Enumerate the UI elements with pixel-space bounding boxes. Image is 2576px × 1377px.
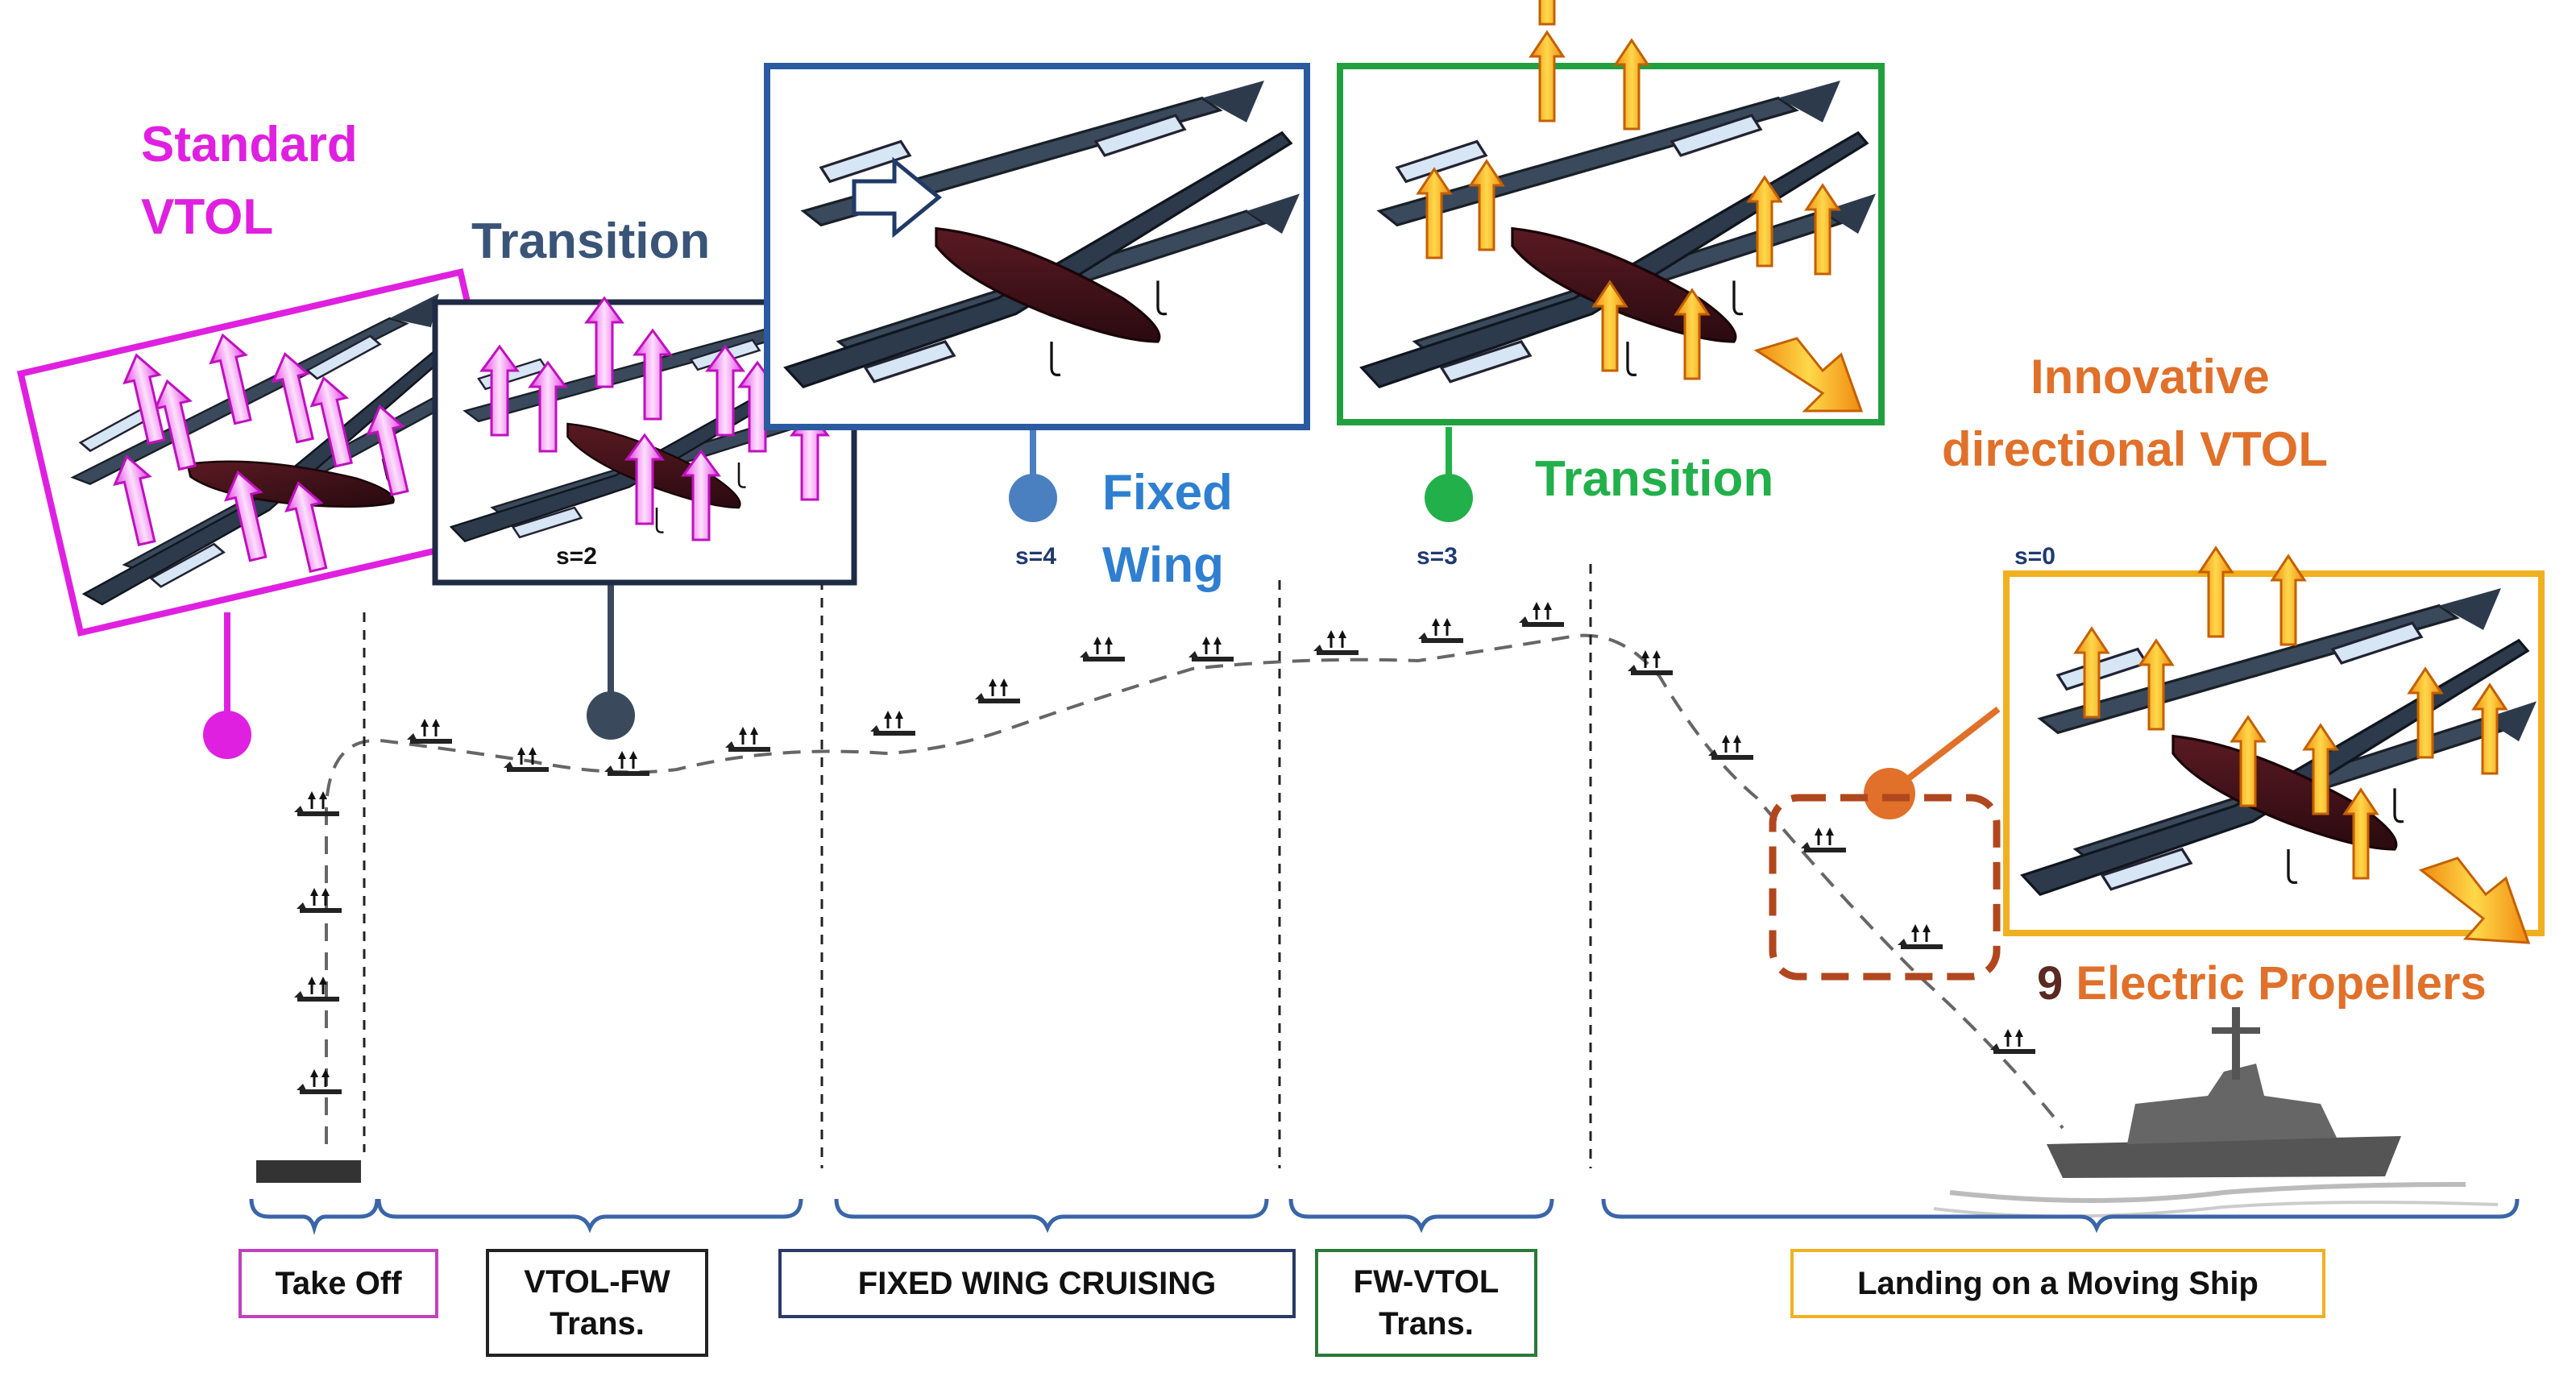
panel-fixed-wing (764, 63, 1310, 430)
label-propellers: 9 Electric Propellers (2037, 957, 2487, 1010)
state-s3: s=3 (1417, 543, 1458, 570)
connector-transition-2 (1425, 427, 1473, 522)
label-innovative: Innovative (2031, 350, 2270, 404)
phase-fixed-wing-cruising: FIXED WING CRUISING (778, 1249, 1296, 1318)
phase-vtol-fw-line1: VTOL-FW (524, 1264, 670, 1300)
flight-trajectory (325, 633, 2064, 1144)
phase-take-off: Take Off (239, 1249, 438, 1318)
phase-fixed-wing-cruising-label: FIXED WING CRUISING (858, 1266, 1216, 1301)
label-transition-2: Transition (1535, 451, 1773, 507)
state-s4: s=4 (1015, 543, 1056, 570)
phase-fw-vtol-line1: FW-VTOL (1354, 1264, 1500, 1300)
phase-fw-vtol-line2: Trans. (1379, 1306, 1474, 1342)
phase-braces (249, 1198, 2520, 1236)
label-directional-vtol: directional VTOL (1942, 422, 2328, 476)
connector-transition-1 (587, 580, 635, 740)
connector-fixed-wing (1009, 427, 1057, 522)
label-vtol: VTOL (141, 189, 273, 245)
takeoff-platform (256, 1160, 361, 1183)
state-s0: s=0 (2014, 543, 2055, 570)
phase-vtol-fw-line2: Trans. (550, 1306, 645, 1342)
label-wing: Wing (1102, 537, 1224, 593)
phase-landing: Landing on a Moving Ship (1790, 1249, 2325, 1318)
phase-landing-label: Landing on a Moving Ship (1857, 1266, 2259, 1301)
propellers-count: 9 (2037, 957, 2063, 1010)
phase-separators (363, 564, 1592, 1168)
phase-fw-vtol: FW-VTOL Trans. (1315, 1249, 1537, 1357)
label-standard: Standard (141, 117, 358, 172)
connector-innovative (1864, 706, 2001, 819)
state-s2: s=2 (556, 543, 597, 570)
label-fixed: Fixed (1102, 465, 1233, 521)
propellers-text: Electric Propellers (2063, 957, 2486, 1010)
connector-standard-vtol (203, 612, 251, 759)
panel-transition-2 (1337, 0, 1885, 425)
label-transition-1: Transition (471, 214, 710, 269)
landing-zone-highlight (1769, 794, 2001, 981)
panel-innovative-vtol (2003, 546, 2545, 944)
phase-take-off-label: Take Off (275, 1266, 402, 1301)
phase-vtol-fw: VTOL-FW Trans. (486, 1249, 708, 1357)
